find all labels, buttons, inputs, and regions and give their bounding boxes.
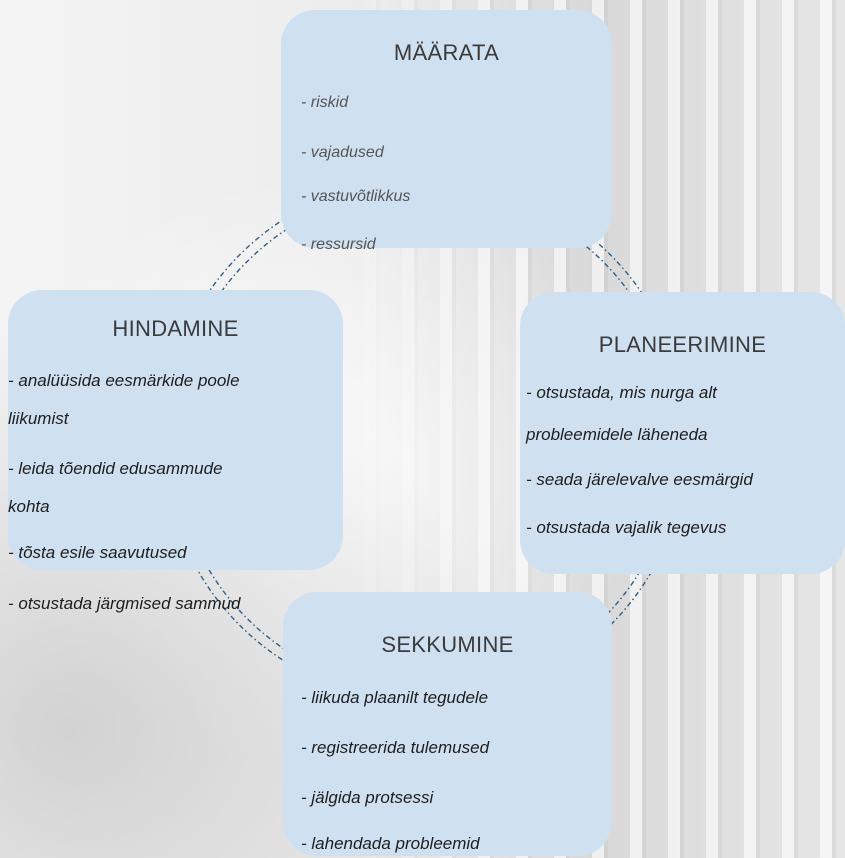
node-planeerimine-item: probleemidele läheneda — [526, 425, 708, 444]
node-maarata-title: MÄÄRATA — [393, 40, 500, 65]
node-sekkumine-item: - liikuda plaanilt tegudele — [301, 688, 489, 707]
node-sekkumine-title: SEKKUMINE — [381, 632, 514, 657]
node-hindamine-item: - leida tõendid edusammude — [8, 459, 223, 478]
node-maarata-item: - riskid — [301, 94, 349, 111]
node-hindamine-item: kohta — [8, 497, 50, 516]
node-hindamine: HINDAMINE — [8, 290, 343, 570]
node-planeerimine-item: - otsustada vajalik tegevus — [526, 518, 727, 537]
node-planeerimine-item: - seada järelevalve eesmärgid — [526, 470, 753, 489]
node-maarata-item: - ressursid — [301, 236, 376, 253]
node-planeerimine-item: - otsustada, mis nurga alt — [526, 383, 717, 402]
node-sekkumine: SEKKUMINE — [283, 592, 612, 856]
node-maarata: MÄÄRATA — [281, 10, 612, 248]
node-sekkumine-item: - jälgida protsessi — [301, 788, 434, 807]
node-hindamine-item: - tõsta esile saavutused — [8, 543, 187, 562]
node-maarata-item: - vajadused — [301, 144, 384, 161]
node-hindamine-item: - analüüsida eesmärkide poole — [8, 371, 240, 390]
node-hindamine-title: HINDAMINE — [112, 316, 239, 341]
node-sekkumine-item: - registreerida tulemused — [301, 738, 490, 757]
node-hindamine-item: - otsustada järgmised sammud — [8, 594, 241, 613]
node-hindamine-item: liikumist — [8, 409, 69, 428]
node-planeerimine-title: PLANEERIMINE — [598, 332, 767, 357]
node-sekkumine-item: - lahendada probleemid — [301, 834, 480, 853]
node-maarata-item: - vastuvõtlikkus — [301, 188, 411, 205]
node-planeerimine: PLANEERIMINE — [520, 292, 845, 574]
